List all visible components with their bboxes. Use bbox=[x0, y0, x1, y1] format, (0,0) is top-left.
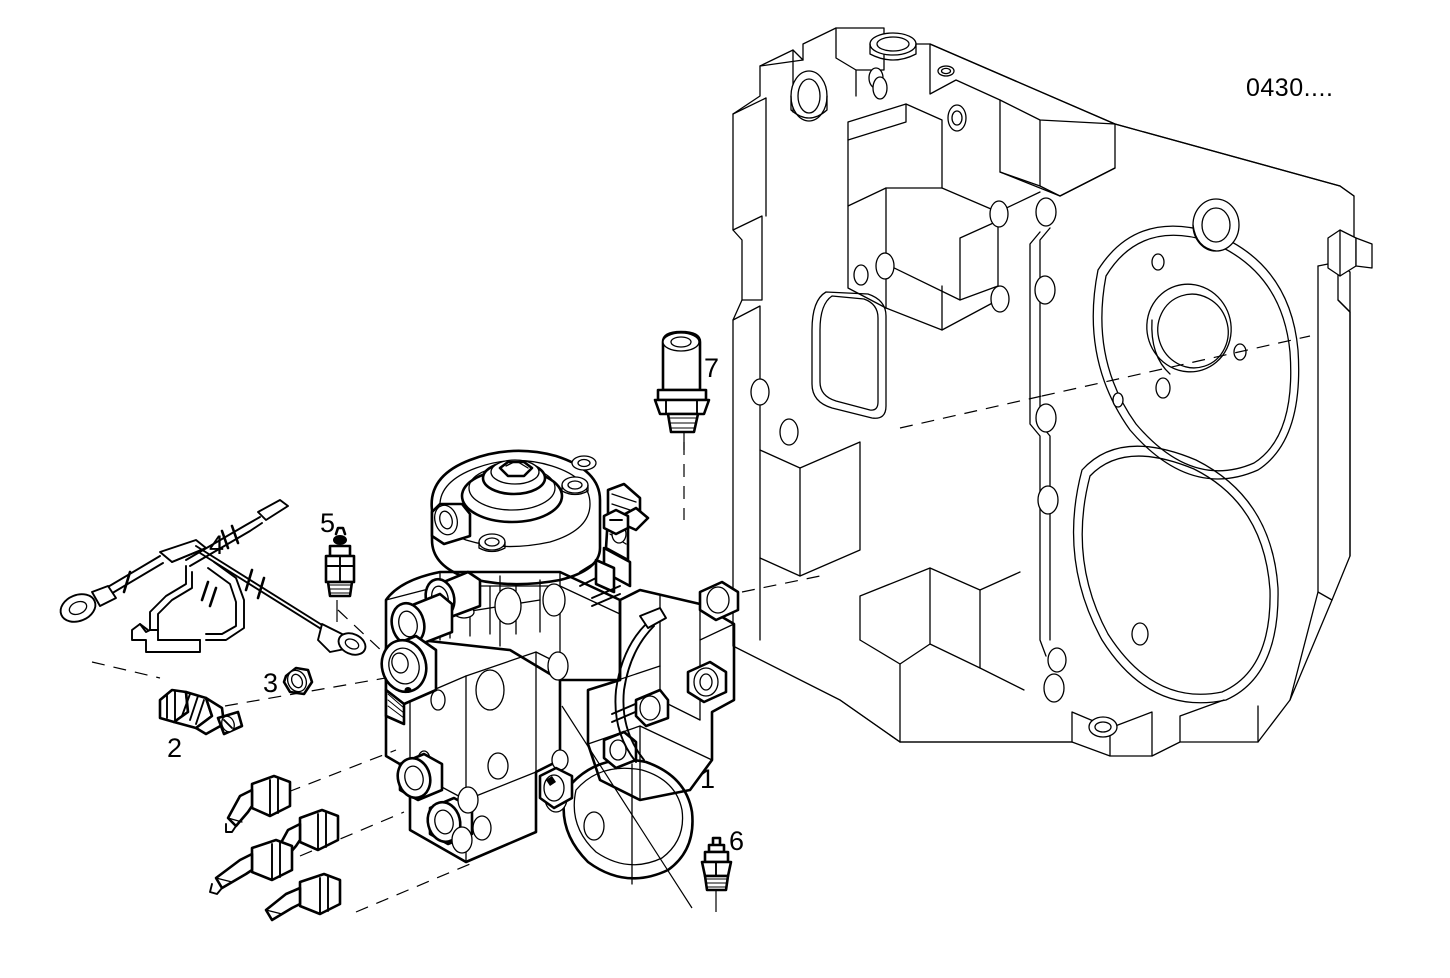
leader-part-1 bbox=[561, 705, 693, 909]
callout-number-1: 1 bbox=[700, 764, 716, 794]
part-1-fuel-injection-pump bbox=[380, 449, 740, 885]
pump-delivery-valve-holders bbox=[396, 752, 492, 854]
drawing-code-label: 0430.... bbox=[1246, 74, 1334, 102]
pump-mounted-solenoid bbox=[538, 766, 574, 810]
leader-lines bbox=[336, 432, 693, 909]
callout-number-2: 2 bbox=[167, 733, 183, 763]
part-6-threaded-fitting bbox=[700, 836, 733, 912]
assembly-centerlines bbox=[91, 335, 1311, 913]
timing-gear-case bbox=[732, 27, 1373, 757]
callout-number-3: 3 bbox=[263, 668, 279, 698]
part-2-temperature-sensor bbox=[158, 688, 244, 736]
part-4-cable-harness bbox=[59, 499, 367, 656]
callout-number-5: 5 bbox=[320, 508, 336, 538]
part-5-solenoid-valve bbox=[324, 526, 356, 598]
part-7-cylindrical-sensor bbox=[653, 330, 711, 434]
callout-number-6: 6 bbox=[729, 826, 745, 856]
callout-number-7: 7 bbox=[704, 353, 720, 383]
pump-side-boss bbox=[380, 634, 438, 726]
part-9-fuel-line-connectors bbox=[209, 774, 342, 922]
part-3-hex-nut bbox=[282, 666, 314, 696]
pump-inlet-ports bbox=[390, 570, 482, 648]
callout-number-4: 4 bbox=[209, 530, 225, 560]
